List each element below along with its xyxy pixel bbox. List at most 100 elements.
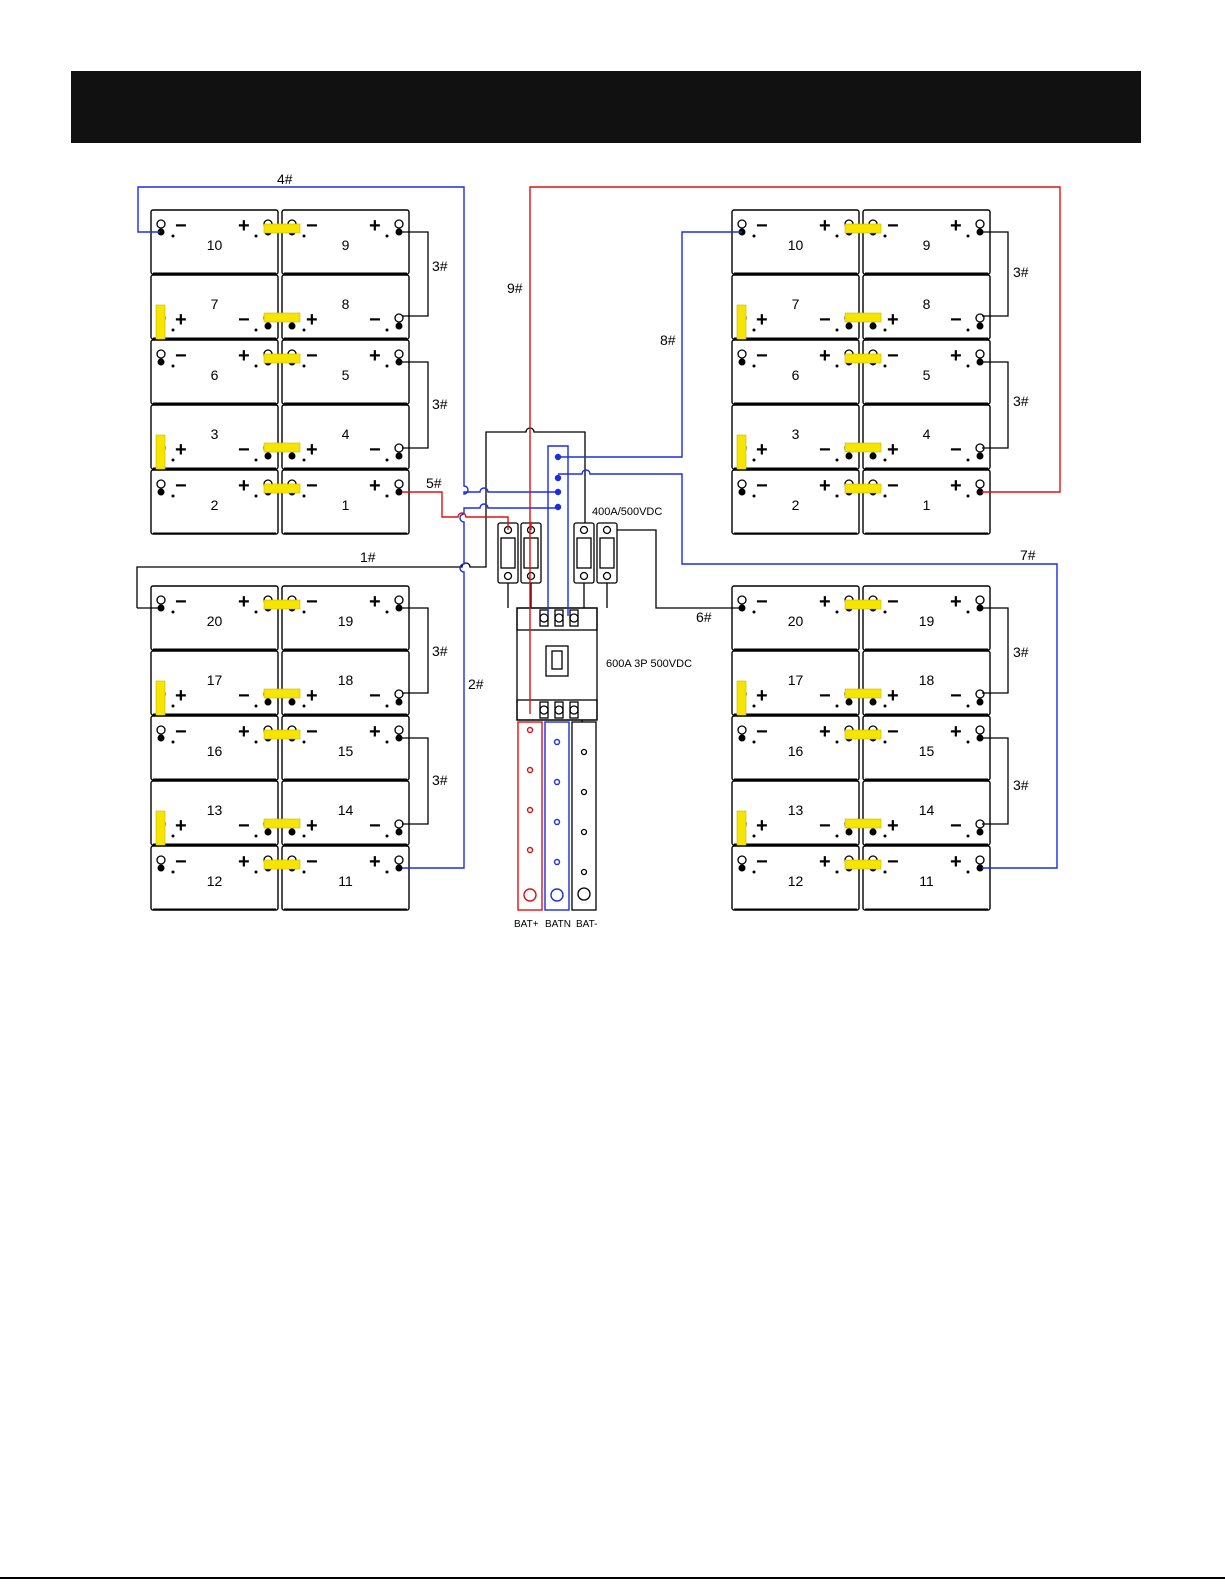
- battery-number: 17: [207, 672, 223, 688]
- polarity-symbol: −: [175, 345, 187, 367]
- polarity-symbol: +: [238, 851, 250, 873]
- battery: +−3: [150, 404, 279, 470]
- battery-number: 4: [342, 426, 350, 442]
- battery: +−8: [281, 274, 410, 340]
- battery-number: 2: [792, 497, 800, 513]
- battery-number: 13: [207, 802, 223, 818]
- battery-group-bottom-left: −+20−+19+−17+−18−+16−+15+−13+−14−+12−+11: [150, 585, 410, 911]
- series-link: [263, 223, 301, 234]
- series-link: [263, 818, 301, 829]
- battery-number: 9: [923, 237, 931, 253]
- polarity-symbol: +: [756, 309, 768, 331]
- battery: −+11: [862, 845, 991, 911]
- polarity-symbol: −: [175, 475, 187, 497]
- battery: −+12: [150, 845, 279, 911]
- polarity-symbol: −: [887, 591, 899, 613]
- jumper-3-bl-a: [402, 607, 429, 694]
- battery: +−7: [150, 274, 279, 340]
- polarity-symbol: −: [306, 475, 318, 497]
- battery-number: 4: [923, 426, 931, 442]
- battery: − +19: [862, 585, 991, 651]
- breaker-rating-label: 600A 3P 500VDC: [606, 658, 692, 670]
- series-link: [263, 688, 301, 699]
- polarity-symbol: +: [887, 685, 899, 707]
- polarity-symbol: +: [819, 215, 831, 237]
- polarity-symbol: +: [175, 309, 187, 331]
- battery-number: 10: [788, 237, 804, 253]
- battery-number: 20: [207, 613, 223, 629]
- polarity-symbol: −: [369, 439, 381, 461]
- label-3-br-a: 3#: [1013, 644, 1029, 660]
- battery: −+15: [281, 715, 410, 781]
- polarity-symbol: +: [756, 815, 768, 837]
- neutral-bus-wire: [547, 445, 569, 616]
- battery-number: 1: [923, 497, 931, 513]
- series-link: [263, 859, 301, 870]
- polarity-symbol: −: [887, 721, 899, 743]
- battery-number: 7: [792, 296, 800, 312]
- wire-5-red: [402, 491, 509, 530]
- wire-2-blue: [402, 503, 558, 869]
- polarity-symbol: +: [887, 815, 899, 837]
- label-3-br-b: 3#: [1013, 777, 1029, 793]
- polarity-symbol: +: [369, 721, 381, 743]
- jumper-3-br-a: [982, 607, 1009, 694]
- battery-number: 8: [342, 296, 350, 312]
- battery-number: 19: [919, 613, 935, 629]
- series-link: [844, 859, 882, 870]
- polarity-symbol: −: [756, 215, 768, 237]
- polarity-symbol: −: [756, 721, 768, 743]
- jumper-3-tr-b: [982, 361, 1009, 449]
- battery: +−4: [862, 404, 991, 470]
- battery: −+20: [150, 585, 279, 651]
- battery-number: 16: [207, 743, 223, 759]
- label-3-tl-a: 3#: [432, 258, 448, 274]
- busbar-neutral: [137, 186, 1058, 911]
- battery-number: 11: [919, 873, 934, 889]
- polarity-symbol: −: [175, 721, 187, 743]
- battery: +−17: [150, 650, 279, 716]
- series-link: [844, 223, 882, 234]
- polarity-symbol: −: [756, 851, 768, 873]
- polarity-symbol: −: [819, 815, 831, 837]
- label-5: 5#: [426, 475, 442, 491]
- battery-number: 15: [338, 743, 354, 759]
- series-link: [844, 483, 882, 494]
- polarity-symbol: −: [238, 815, 250, 837]
- battery-number: 5: [342, 367, 350, 383]
- series-link: [844, 599, 882, 610]
- polarity-symbol: −: [306, 345, 318, 367]
- battery: − +5: [281, 339, 410, 405]
- series-link: [844, 442, 882, 453]
- wire-4-blue: [137, 186, 558, 495]
- polarity-symbol: +: [175, 815, 187, 837]
- battery-layer: −+10−+9+−7+−8−+6−+5+−3+−4−+2−+1−+20−+19+…: [150, 209, 991, 911]
- polarity-symbol: +: [306, 815, 318, 837]
- battery: −+16: [731, 715, 860, 781]
- label-6: 6#: [696, 609, 712, 625]
- series-link: [844, 312, 882, 323]
- battery: +−3: [731, 404, 860, 470]
- polarity-symbol: +: [369, 345, 381, 367]
- label-1: 1#: [360, 549, 376, 565]
- header-bar: [71, 71, 1141, 143]
- label-3-tr-a: 3#: [1013, 264, 1029, 280]
- battery-group-top-right: −+10−+9+−7+−8−+6−+5+−3+−4−+2−+1: [731, 209, 991, 535]
- polarity-symbol: +: [175, 685, 187, 707]
- polarity-symbol: +: [887, 309, 899, 331]
- battery: +−13: [731, 780, 860, 846]
- battery: −+20: [731, 585, 860, 651]
- polarity-symbol: +: [819, 721, 831, 743]
- jumpers-3: [402, 231, 1009, 825]
- battery-number: 8: [923, 296, 931, 312]
- label-3-bl-b: 3#: [432, 772, 448, 788]
- label-8: 8#: [660, 332, 676, 348]
- jumper-3-tl-a: [402, 231, 429, 317]
- polarity-symbol: −: [306, 215, 318, 237]
- battery: +−14: [862, 780, 991, 846]
- polarity-symbol: −: [175, 591, 187, 613]
- battery: −+5: [862, 339, 991, 405]
- polarity-symbol: +: [950, 591, 962, 613]
- battery: +−4: [281, 404, 410, 470]
- battery-number: 2: [211, 497, 219, 513]
